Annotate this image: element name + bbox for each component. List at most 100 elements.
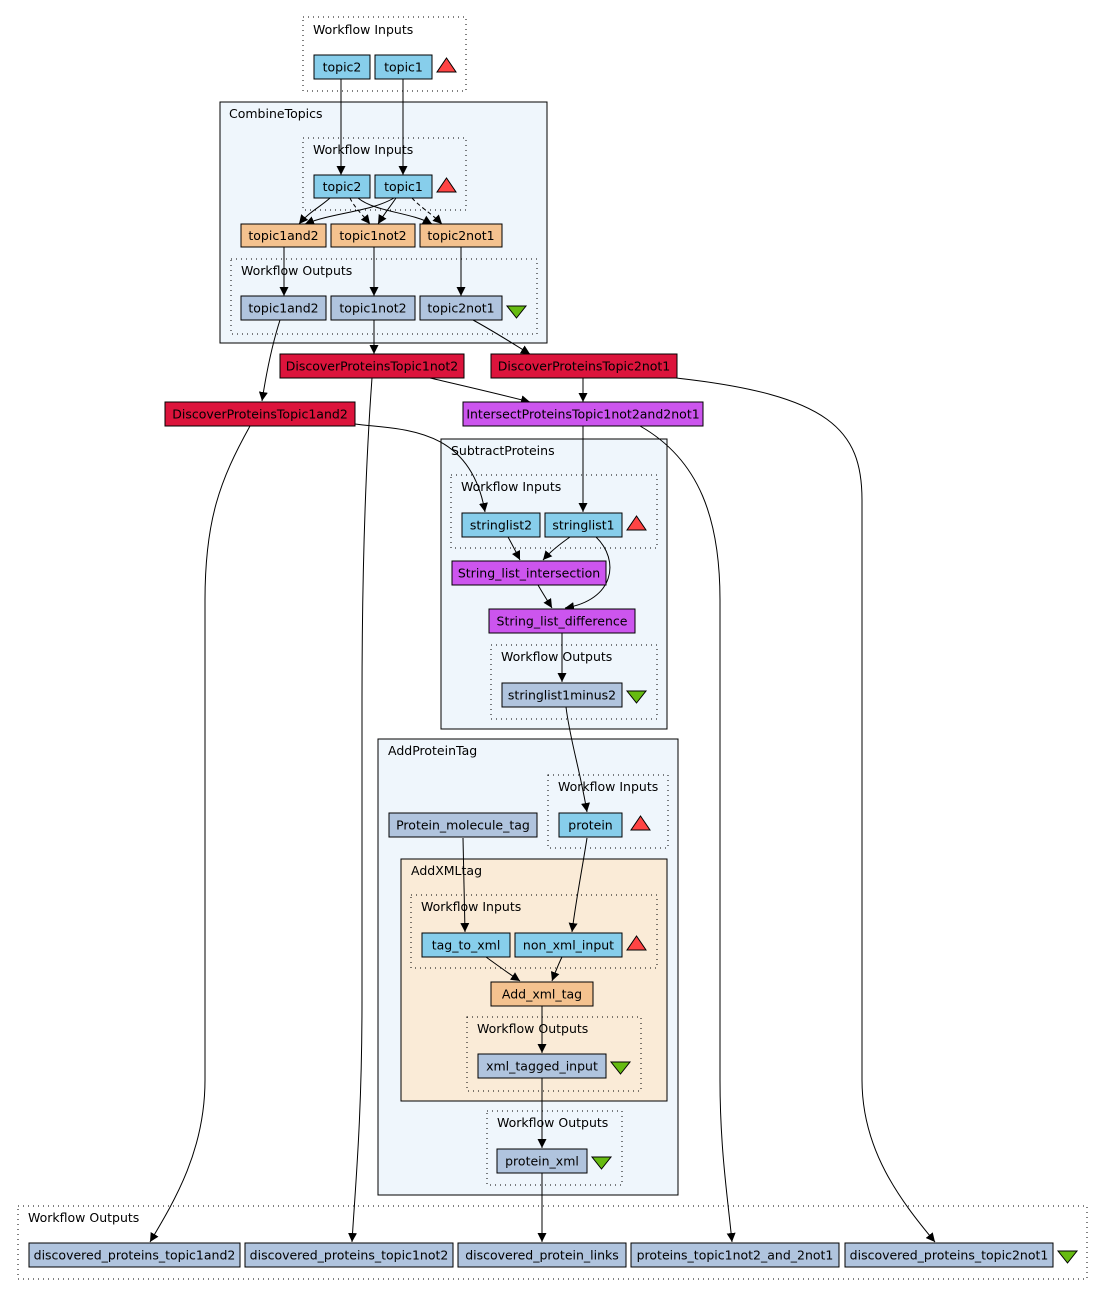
workflow-inputs-cluster <box>302 16 467 92</box>
processor-string-list-intersection-label: String_list_intersection <box>458 566 600 581</box>
processor-topic2not1[interactable] <box>419 223 503 248</box>
output-discovered-protein-links[interactable] <box>457 1242 627 1268</box>
apt-inputs-cluster <box>547 774 669 849</box>
add-xml-tag-label: AddXMLtag <box>411 863 482 878</box>
output-proteins-topic1not2-and-2not1[interactable] <box>630 1242 840 1268</box>
edge-out-topic1and2-to-dp <box>258 319 281 402</box>
edge-ct-topic1-to-topic1and2 <box>304 197 395 225</box>
ct-output-topic1not2[interactable] <box>330 295 416 321</box>
processor-intersect-proteins-label: IntersectProteinsTopic1not2and2not1 <box>466 407 699 422</box>
output-discovered-proteins-topic1not2[interactable] <box>244 1242 454 1268</box>
output-discovered-proteins-topic2not1-label: discovered_proteins_topic2not1 <box>850 1248 1049 1263</box>
triangle-up-icon <box>436 57 457 73</box>
workflow-outputs-label: Workflow Outputs <box>28 1210 139 1225</box>
sp-input-stringlist2-label: stringlist2 <box>470 518 532 533</box>
processor-string-list-intersection[interactable] <box>451 560 607 586</box>
edge-dp2not1-to-output <box>675 377 936 1243</box>
output-discovered-protein-links-label: discovered_protein_links <box>465 1248 619 1263</box>
edge-intersect-to-output <box>639 425 736 1243</box>
axt-input-tag-to-xml[interactable] <box>421 932 511 958</box>
triangle-up-icon <box>436 177 457 193</box>
processor-topic2not1-label: topic2not1 <box>427 228 494 243</box>
processor-discover-proteins-topic1not2-label: DiscoverProteinsTopic1not2 <box>286 359 459 374</box>
triangle-up-icon <box>626 515 647 531</box>
apt-input-protein-label: protein <box>568 818 612 833</box>
subtract-inputs-label: Workflow Inputs <box>461 479 561 494</box>
triangle-down-icon <box>609 1061 632 1075</box>
axt-input-tag-to-xml-label: tag_to_xml <box>432 938 501 953</box>
apt-input-protein[interactable] <box>558 812 623 838</box>
edge-dp1not2-to-intersect <box>429 377 531 405</box>
workflow-outputs-cluster <box>17 1205 1088 1280</box>
input-topic2[interactable] <box>313 54 371 80</box>
edge-tag-to-xml-to-add <box>485 956 521 982</box>
edge-protein-to-non-xml-input <box>568 837 588 933</box>
processor-discover-proteins-topic1not2[interactable] <box>279 353 465 379</box>
edge-sp-out-to-protein <box>565 706 590 813</box>
output-proteins-topic1not2-and-2not1-label: proteins_topic1not2_and_2not1 <box>637 1248 834 1263</box>
processor-topic1not2[interactable] <box>330 223 416 248</box>
ct-output-topic2not1-label: topic2not1 <box>427 301 494 316</box>
output-discovered-proteins-topic1and2[interactable] <box>28 1242 241 1268</box>
ct-input-topic2-label: topic2 <box>323 179 362 194</box>
triangle-down-icon <box>625 690 648 704</box>
output-discovered-proteins-topic1not2-label: discovered_proteins_topic1not2 <box>250 1248 449 1263</box>
processor-discover-proteins-topic2not1[interactable] <box>490 353 678 379</box>
sp-output-stringlist1minus2[interactable] <box>501 682 623 708</box>
processor-topic1not2-label: topic1not2 <box>339 228 406 243</box>
processor-string-list-difference[interactable] <box>488 608 636 634</box>
input-topic1[interactable] <box>374 54 433 80</box>
output-discovered-proteins-topic2not1[interactable] <box>844 1242 1054 1268</box>
edge-out-topic2not1-to-dp <box>472 319 531 355</box>
constant-protein-molecule-tag[interactable] <box>388 812 538 838</box>
processor-intersect-proteins[interactable] <box>462 401 704 427</box>
axt-input-non-xml-input[interactable] <box>514 932 623 958</box>
combine-topics-label: CombineTopics <box>229 106 323 121</box>
edge-dp1and2-to-output <box>149 425 251 1243</box>
sp-output-stringlist1minus2-label: stringlist1minus2 <box>508 688 616 703</box>
input-topic2-label: topic2 <box>323 60 362 75</box>
sp-input-stringlist2[interactable] <box>461 512 541 538</box>
triangle-up-icon <box>626 935 647 951</box>
triangle-down-icon <box>590 1156 613 1170</box>
input-topic1-label: topic1 <box>384 60 423 75</box>
sp-input-stringlist1[interactable] <box>544 512 623 538</box>
ct-input-topic1-label: topic1 <box>384 179 423 194</box>
processor-add-xml-tag-label: Add_xml_tag <box>502 987 582 1002</box>
subtract-outputs-label: Workflow Outputs <box>501 649 612 664</box>
axt-inputs-label: Workflow Inputs <box>421 899 521 914</box>
ct-input-topic1[interactable] <box>374 174 433 199</box>
edge-dp1not2-to-output <box>348 377 373 1243</box>
apt-output-protein-xml-label: protein_xml <box>505 1154 579 1169</box>
edge-stringlist2-to-intersection <box>507 536 521 561</box>
processor-discover-proteins-topic2not1-label: DiscoverProteinsTopic2not1 <box>498 359 671 374</box>
axt-output-xml-tagged-input[interactable] <box>477 1053 607 1079</box>
triangle-down-icon <box>1056 1250 1079 1264</box>
apt-inputs-label: Workflow Inputs <box>558 779 658 794</box>
processor-discover-proteins-topic1and2[interactable] <box>164 401 356 427</box>
triangle-up-icon <box>630 815 651 831</box>
processor-string-list-difference-label: String_list_difference <box>497 614 628 629</box>
edge-ct-topic2-to-topic1and2 <box>298 197 331 225</box>
ct-output-topic1not2-label: topic1not2 <box>339 301 406 316</box>
ct-input-topic2[interactable] <box>313 174 371 199</box>
processor-discover-proteins-topic1and2-label: DiscoverProteinsTopic1and2 <box>172 407 348 422</box>
edge-dp1and2-to-stringlist2 <box>354 423 488 513</box>
axt-outputs-cluster <box>466 1016 642 1092</box>
add-protein-tag-label: AddProteinTag <box>388 743 477 758</box>
edge-stringlist1-to-difference <box>564 536 611 612</box>
apt-output-protein-xml[interactable] <box>496 1148 588 1174</box>
axt-outputs-label: Workflow Outputs <box>477 1021 588 1036</box>
processor-add-xml-tag[interactable] <box>490 981 594 1007</box>
workflow-inputs-label: Workflow Inputs <box>313 22 413 37</box>
edge-tag-to-tag-to-xml <box>460 837 470 933</box>
combine-inputs-label: Workflow Inputs <box>313 142 413 157</box>
ct-output-topic2not1[interactable] <box>419 295 503 321</box>
processor-topic1and2[interactable] <box>240 223 327 248</box>
apt-outputs-label: Workflow Outputs <box>497 1115 608 1130</box>
ct-output-topic1and2[interactable] <box>240 295 327 321</box>
constant-protein-molecule-tag-label: Protein_molecule_tag <box>396 818 530 833</box>
axt-output-xml-tagged-input-label: xml_tagged_input <box>486 1059 598 1074</box>
edge-ct-topic1-to-topic1not2 <box>377 197 397 225</box>
